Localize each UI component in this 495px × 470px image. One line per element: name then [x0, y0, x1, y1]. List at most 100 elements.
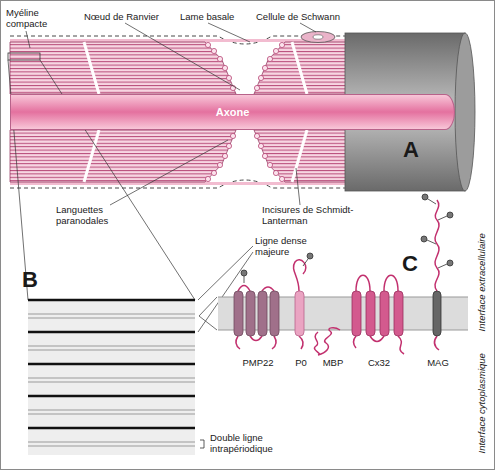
part-label: MAG: [419, 358, 457, 369]
pmp22-protein: [234, 291, 279, 336]
major-dense-line: [28, 427, 195, 429]
major-dense-line: [28, 299, 195, 301]
leader-line: [125, 23, 240, 90]
zoom-bracket: [199, 297, 217, 316]
schwann-cytoplasm: [10, 39, 345, 42]
helix-cylinder: [270, 291, 279, 336]
part-label: Myéline compacte: [6, 8, 58, 29]
helix-cylinder: [380, 291, 389, 336]
part-label: Cx32: [357, 358, 401, 369]
cx32-tail: [398, 336, 404, 354]
part-label: Lame basale: [180, 12, 250, 23]
sugar-stem: [438, 216, 447, 220]
p0-protein: [295, 291, 304, 336]
p0-tail: [299, 336, 303, 349]
helix-cylinder: [246, 291, 255, 336]
leader-line: [26, 31, 30, 48]
lamellae-background: [28, 300, 195, 455]
schwann-cytoplasm: [10, 182, 345, 185]
sugar-stem: [303, 259, 308, 266]
sugar-ball: [241, 270, 247, 276]
sugar-stem: [244, 276, 245, 283]
leader-line: [110, 140, 228, 205]
glycosylations: [241, 194, 453, 283]
sugar-ball: [447, 212, 453, 218]
helix-cylinder: [234, 291, 243, 336]
protein-loops: [236, 200, 439, 355]
helix-cylinder: [366, 291, 375, 336]
node-label: Axone: [216, 106, 250, 118]
mag-chain: [435, 200, 439, 291]
major-dense-line: [28, 331, 195, 333]
intraperiod-line: [28, 382, 195, 383]
mag-protein: [433, 291, 441, 336]
pmp22-tail: [272, 336, 276, 349]
lipid-bilayer: [218, 297, 468, 330]
compact-myelin: [10, 130, 236, 182]
part-label: Nœud de Ranvier: [84, 12, 174, 23]
nucleolus: [313, 35, 323, 39]
sugar-stem: [427, 240, 436, 244]
zoom-bracket: [199, 316, 217, 330]
paranodal-loops: [205, 42, 235, 90]
helix-cylinder: [394, 291, 403, 336]
panel-letter: A: [403, 138, 433, 163]
paranodal-loops: [205, 133, 235, 181]
paranodal-loops: [254, 42, 284, 90]
intraperiod-line: [28, 314, 195, 315]
panel-letter: B: [22, 268, 52, 293]
mbp-coil: [314, 328, 340, 355]
major-dense-line: [28, 395, 195, 397]
pmp22-loop: [250, 336, 262, 341]
part-label: MBP: [316, 358, 350, 369]
leader-line: [208, 23, 250, 42]
intraperiod-line: [28, 442, 195, 443]
axon-shape: Axone: [10, 94, 455, 130]
helix-cylinder: [258, 291, 267, 336]
mag-tail: [434, 336, 439, 350]
intraperiod-line: [28, 414, 195, 415]
major-dense-lines: [28, 300, 195, 428]
panel-letter: C: [402, 252, 432, 277]
part-label: Double ligne intrapériodique: [210, 433, 300, 454]
part-label: Languettes paranodales: [56, 205, 128, 226]
major-dense-line: [28, 363, 195, 365]
interface-label: Interface extracellulaire: [477, 222, 488, 342]
part-label: PMP22: [234, 358, 282, 369]
pmp22-loop: [238, 286, 250, 292]
paranodal-loops: [254, 133, 284, 181]
schmidt-lanterman-incisure: [292, 130, 307, 182]
part-label: Incisures de Schmidt-Lanterman: [262, 205, 362, 226]
intraperiod-line: [28, 410, 195, 411]
cx32-protein: [352, 291, 403, 336]
interface-label: Interface cytoplasmique: [477, 343, 488, 463]
cx32-loop: [384, 275, 398, 291]
compact-myelin: [254, 130, 350, 182]
schmidt-lanterman-incisure: [292, 42, 307, 94]
leader-line: [300, 23, 316, 32]
membrane-leaflet: [218, 329, 468, 330]
cx32-loop: [356, 275, 370, 291]
helix-cylinder: [352, 291, 361, 336]
intraperiod-line: [28, 350, 195, 351]
pmp22-loop: [262, 287, 274, 291]
membrane-leaflet: [218, 296, 468, 297]
intraperiod-line: [28, 346, 195, 347]
intraperiod-line: [28, 446, 195, 447]
intraperiod-lines: [28, 314, 195, 446]
sugar-ball: [422, 194, 428, 200]
pmp22-tail: [236, 336, 240, 349]
cx32-tail: [354, 336, 357, 348]
part-label: Cellule de Schwann: [256, 12, 356, 23]
sugar-ball: [421, 236, 427, 242]
compact-myelin: [254, 42, 350, 94]
intraperiod-bracket: [200, 440, 204, 448]
intraperiod-line: [28, 378, 195, 379]
schwann-nucleus: [301, 32, 335, 43]
sugar-ball: [307, 253, 313, 259]
leader-line: [296, 168, 300, 205]
